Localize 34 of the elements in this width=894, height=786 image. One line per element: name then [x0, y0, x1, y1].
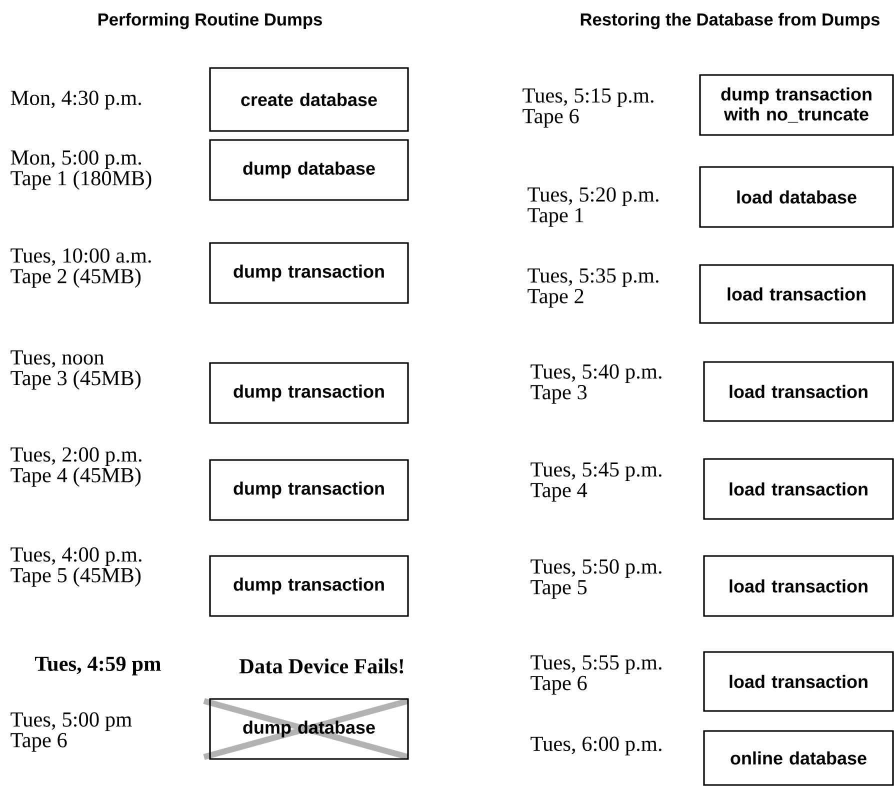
- process-box: dump database: [209, 139, 409, 201]
- process-box: dump transaction: [209, 242, 409, 304]
- time-label: Tues, 5:50 p.m. Tape 5: [530, 559, 662, 599]
- process-box: dump transaction: [209, 362, 409, 424]
- time-label: Tues, 2:00 p.m. Tape 4 (45MB): [10, 447, 142, 487]
- process-box: load transaction: [703, 361, 894, 422]
- column-heading: Performing Routine Dumps: [98, 12, 322, 30]
- process-box: load transaction: [699, 264, 894, 324]
- event-note: Data Device Fails!: [239, 658, 404, 674]
- process-box: dump transaction: [209, 459, 409, 521]
- process-box: load transaction: [703, 555, 894, 617]
- time-label: Mon, 4:30 p.m.: [10, 90, 142, 110]
- event-note: Tues, 4:59 pm: [35, 656, 161, 676]
- time-label: Tues, noon Tape 3 (45MB): [10, 350, 141, 390]
- process-box: create database: [209, 67, 409, 132]
- time-label: Tues, 5:15 p.m. Tape 6: [522, 88, 654, 128]
- time-label: Tues, 5:40 p.m. Tape 3: [530, 364, 662, 404]
- process-box: load transaction: [703, 651, 894, 712]
- time-label: Tues, 5:00 pm Tape 6: [10, 712, 132, 752]
- process-box: load database: [699, 166, 894, 228]
- time-label: Tues, 5:45 p.m. Tape 4: [530, 462, 662, 502]
- column-heading: Restoring the Database from Dumps: [580, 12, 880, 30]
- time-label: Tues, 6:00 p.m.: [530, 736, 662, 756]
- process-box: dump transaction with no_truncate: [699, 74, 894, 136]
- process-box: dump transaction: [209, 555, 409, 617]
- time-label: Tues, 5:35 p.m. Tape 2: [528, 268, 658, 308]
- time-label: Tues, 5:55 p.m. Tape 6: [530, 655, 662, 695]
- process-box: load transaction: [703, 458, 894, 520]
- time-label: Tues, 5:20 p.m. Tape 1: [528, 187, 658, 227]
- process-box: dump database: [201, 698, 411, 760]
- process-box: online database: [703, 730, 894, 786]
- time-label: Tues, 4:00 p.m. Tape 5 (45MB): [10, 547, 142, 587]
- time-label: Tues, 10:00 a.m. Tape 2 (45MB): [10, 248, 151, 288]
- time-label: Mon, 5:00 p.m. Tape 1 (180MB): [10, 150, 152, 190]
